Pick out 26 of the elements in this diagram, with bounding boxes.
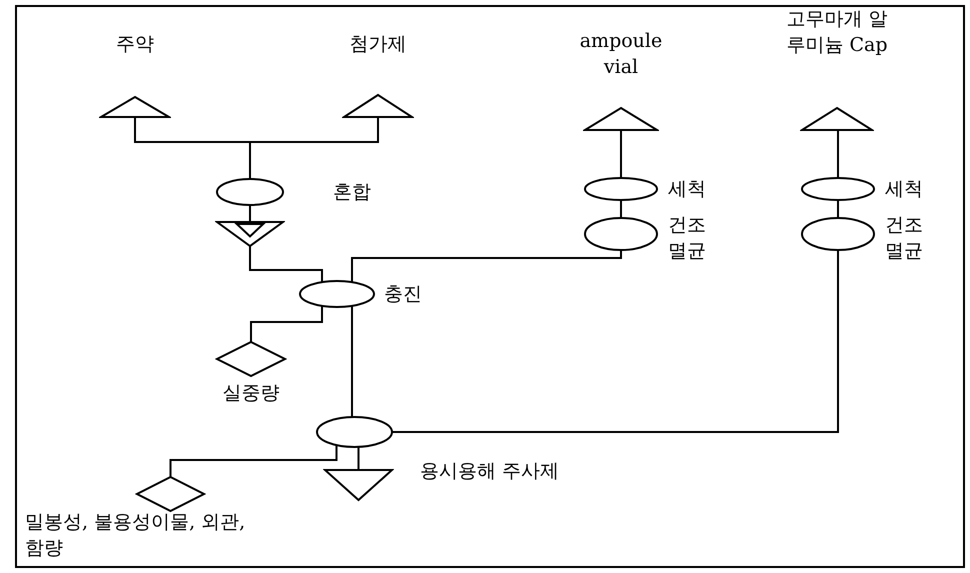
material-label: 주약 bbox=[115, 32, 155, 57]
inspection-label: 실중량 bbox=[222, 381, 280, 406]
flow-line bbox=[836, 129, 839, 178]
step-label: 세척 bbox=[668, 177, 706, 202]
flow-line bbox=[837, 200, 839, 218]
flow-line bbox=[620, 130, 622, 178]
flow-line bbox=[250, 306, 323, 342]
product-label: 용시용해 주사제 bbox=[420, 459, 560, 484]
step-label: 혼합 bbox=[333, 180, 371, 205]
flow-line bbox=[351, 250, 622, 282]
flow-line bbox=[620, 200, 622, 218]
step-label: 충진 bbox=[384, 282, 422, 307]
inspection-label: 밀봉성, 불용성이물, 외관,함량 bbox=[25, 510, 246, 561]
material-label: 첨가제 bbox=[348, 32, 408, 57]
step-label: 건조 멸균 bbox=[885, 213, 924, 264]
step-label: 세척 bbox=[885, 177, 923, 202]
flow-line bbox=[351, 306, 353, 418]
material-label: 고무마개 알루미늄 Cap bbox=[785, 7, 889, 58]
flow-line bbox=[249, 205, 251, 222]
step-label: 건조 멸균 bbox=[668, 213, 707, 264]
flow-line bbox=[249, 117, 379, 179]
flow-line bbox=[170, 445, 338, 477]
flow-line bbox=[358, 446, 360, 470]
material-label: ampoule vial bbox=[578, 29, 664, 80]
flow-line bbox=[249, 246, 323, 282]
flow-line bbox=[392, 250, 839, 433]
